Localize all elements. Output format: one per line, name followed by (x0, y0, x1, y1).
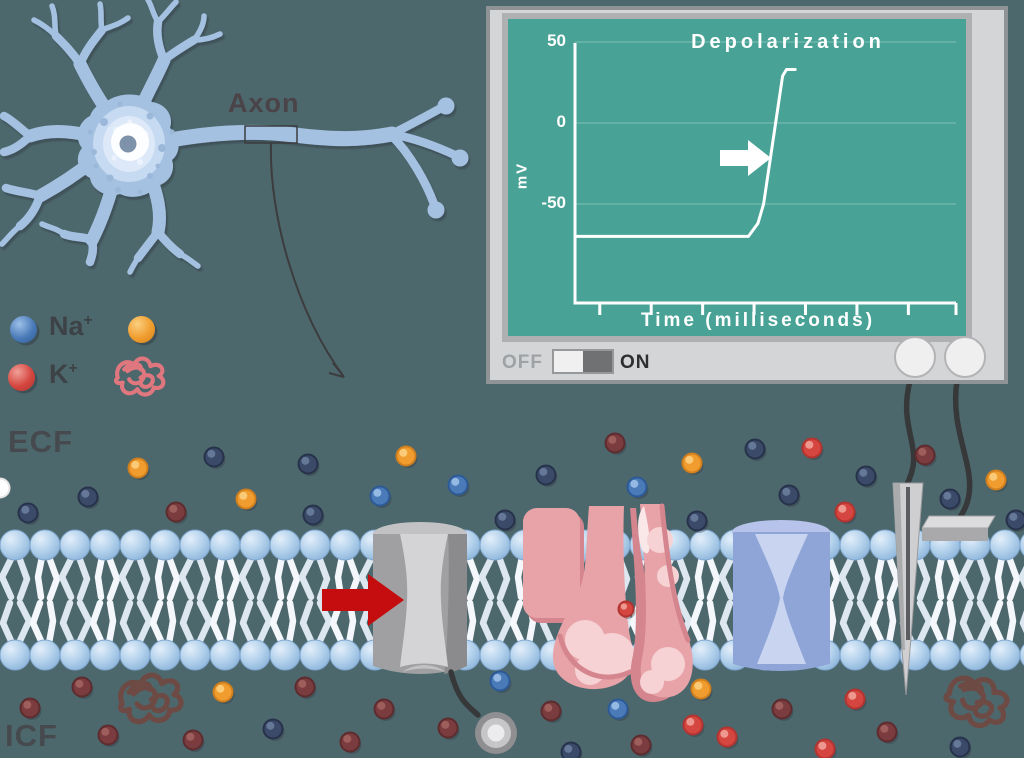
y-tick-50: 50 (547, 31, 566, 50)
plate-wire (952, 378, 973, 520)
red-arrow-into-channel (322, 574, 404, 626)
potassium-symbol: K (49, 359, 69, 389)
axon-terminal-bulb (437, 97, 455, 115)
potassium-charge: + (68, 360, 78, 377)
x-axis-label: Time (milliseconds) (640, 310, 876, 331)
icf-label: ICF (5, 718, 58, 753)
sodium-symbol: Na (49, 311, 84, 341)
oscilloscope: Depolarization 50 0 -50 mV Time (millise… (486, 6, 1008, 384)
potassium-ion-dot (8, 364, 35, 391)
power-switch[interactable] (552, 349, 614, 374)
off-label: OFF (502, 352, 543, 373)
icf-protein-squiggle (117, 672, 183, 726)
axon-callout (244, 125, 345, 378)
axon-pointer-line (269, 142, 345, 378)
sodium-charge: + (83, 312, 93, 329)
oscilloscope-panel: OFF ON (490, 336, 1004, 384)
axon-terminal-bulb (427, 201, 445, 219)
electrode-jack-1[interactable] (894, 336, 936, 378)
legend-protein-squiggle (116, 359, 163, 395)
nucleolus (119, 135, 137, 153)
y-tick-neg50: -50 (541, 193, 566, 212)
sodium-ion-dot (10, 316, 37, 343)
potassium-label: K+ (49, 359, 78, 390)
graph-title: Depolarization (691, 31, 885, 53)
switch-knob[interactable] (583, 351, 612, 372)
oscilloscope-screen: Depolarization 50 0 -50 mV Time (millise… (508, 19, 966, 336)
y-tick-0: 0 (556, 112, 566, 131)
membrane-potential-trace (573, 68, 797, 238)
graph-axes (573, 43, 956, 305)
sodium-label: Na+ (49, 311, 93, 342)
axon-terminal-bulb (451, 149, 469, 167)
oscilloscope-bezel: Depolarization 50 0 -50 mV Time (millise… (502, 13, 972, 342)
y-axis-label: mV (513, 161, 531, 190)
blue-voltage-gated-channel (732, 520, 830, 671)
pink-ligand-gated-channel (523, 503, 693, 703)
round-probe (475, 712, 517, 754)
electrode-jack-2[interactable] (944, 336, 986, 378)
plate-electrode (921, 515, 996, 529)
potential-graph (573, 41, 958, 315)
axon-label: Axon (228, 88, 300, 118)
needle-wire (903, 378, 917, 489)
neuron (0, 0, 469, 275)
graph-white-arrow (720, 140, 771, 176)
probe-wire (448, 669, 481, 718)
on-label: ON (620, 352, 651, 373)
ecf-ions (0, 432, 1024, 533)
ecf-label: ECF (8, 424, 73, 459)
gray-membrane-channel (373, 522, 467, 674)
orange-ion-dot (128, 316, 155, 343)
ion-in-channel (617, 600, 636, 619)
electrodes (475, 482, 996, 754)
icf-protein-squiggle (941, 670, 1013, 732)
icf-ions (19, 670, 972, 758)
phospholipid-bilayer (0, 529, 1024, 671)
electrode-wires (448, 378, 973, 718)
